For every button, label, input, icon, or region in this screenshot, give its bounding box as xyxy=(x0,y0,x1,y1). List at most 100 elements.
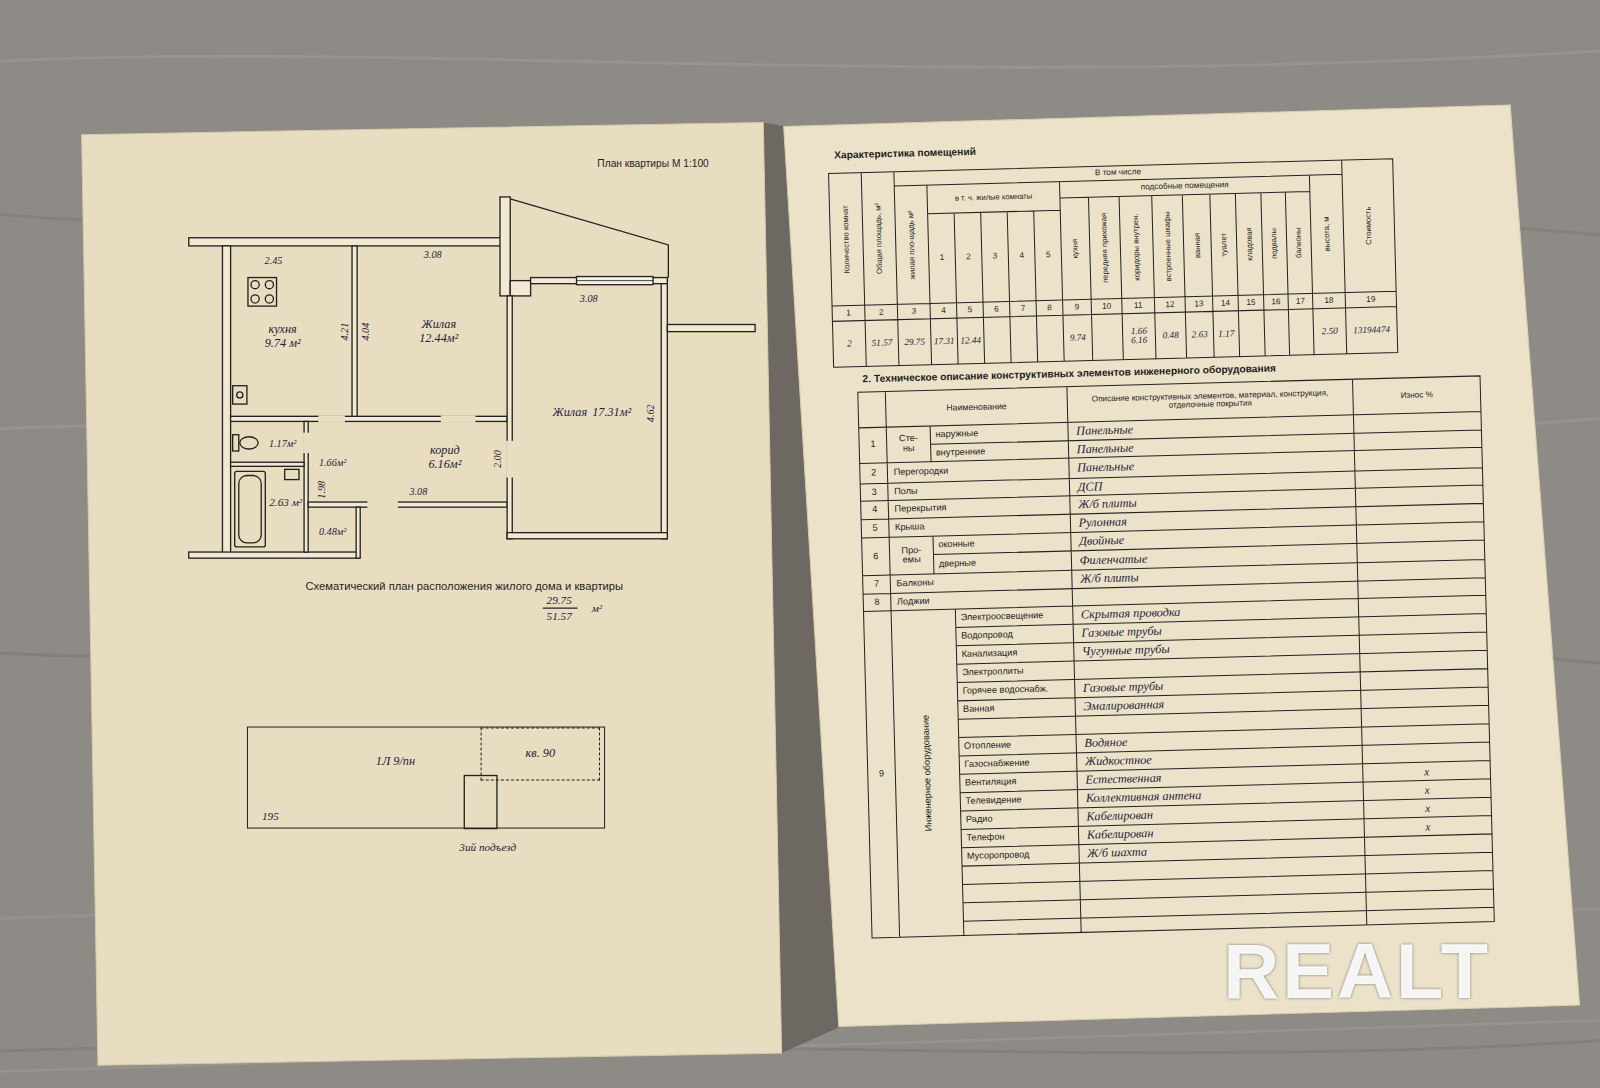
row-name: Телефон xyxy=(966,832,1004,843)
column-number: 11 xyxy=(1134,301,1143,310)
row-number: 2 xyxy=(871,468,876,478)
area-total: 51.57 xyxy=(547,610,572,622)
row-name: Вентиляция xyxy=(965,777,1017,788)
column-header: коридоры внутрен. xyxy=(1131,199,1142,295)
row-description: Кабелирован xyxy=(1086,808,1153,823)
row-name: Перегородки xyxy=(893,466,948,478)
watermark: REALT xyxy=(1223,929,1491,1014)
row-name: дверные xyxy=(939,558,976,569)
column-header: Стоимость xyxy=(1363,164,1375,287)
table-value: 51.57 xyxy=(872,338,893,349)
section-heading: 2. Техническое описание конструктивных э… xyxy=(862,362,1276,384)
row-description: Двойные xyxy=(1079,534,1124,549)
house-number: 195 xyxy=(262,810,279,822)
table-value: 2.63 xyxy=(1192,329,1208,340)
row-name: Инженерное оборудование xyxy=(918,620,936,926)
column-number: 10 xyxy=(1102,302,1111,311)
row-description: Чугунные трубы xyxy=(1082,643,1170,659)
area-unit: м² xyxy=(592,602,603,614)
column-header: 3 xyxy=(993,252,998,261)
row-name: Телевидение xyxy=(965,795,1021,807)
dimension: 3.08 xyxy=(580,292,598,303)
column-number: 5 xyxy=(968,306,973,315)
row-description: Панельные xyxy=(1077,460,1134,475)
row-number: 3 xyxy=(871,487,876,497)
column-number: 16 xyxy=(1271,298,1280,307)
row-name: Балконы xyxy=(896,578,934,589)
table-value: 2.50 xyxy=(1322,326,1338,337)
dimension: 1.98 xyxy=(316,481,327,499)
room-area: кухня9.74 м² xyxy=(237,314,329,359)
row-name: Газоснабжение xyxy=(964,758,1029,770)
row-description: Водяное xyxy=(1084,736,1127,751)
room-label: кухня xyxy=(269,323,297,337)
dimension: 2.00 xyxy=(491,450,502,468)
row-description: Панельные xyxy=(1077,442,1134,457)
row-name: Сте-ны xyxy=(895,433,922,454)
column-number: 1 xyxy=(846,309,851,318)
elements-table-grid xyxy=(858,376,1495,938)
column-header: Износ % xyxy=(1386,390,1447,401)
table-value: 13194474 xyxy=(1353,325,1390,336)
column-header: Количество комнат xyxy=(841,178,853,301)
room-area: 1.66м² xyxy=(310,453,355,473)
column-header: кладовая xyxy=(1244,196,1255,292)
column-header: жилая пло-щадь м² xyxy=(906,189,917,301)
row-description: Панельные xyxy=(1076,423,1133,438)
column-header: подсобные помещения xyxy=(1141,181,1229,192)
table-value: 0.48 xyxy=(1163,330,1179,341)
room-label: 12.44м² xyxy=(419,332,458,346)
row-number: 9 xyxy=(879,769,884,779)
row-description: Филенчатые xyxy=(1079,552,1147,567)
column-number: 6 xyxy=(994,305,999,314)
room-label: Жилая xyxy=(421,318,456,332)
room-label: 6.16м² xyxy=(428,458,461,472)
column-header: В том числе xyxy=(1095,168,1141,178)
building-outline: 1Л 9/пнкв. 90 xyxy=(247,727,605,829)
room-label: Жилая xyxy=(552,406,587,420)
column-number: 13 xyxy=(1194,300,1203,309)
row-description: Ж/б плиты xyxy=(1078,497,1137,512)
row-number: 6 xyxy=(873,551,878,561)
row-description: Рулонная xyxy=(1078,515,1127,530)
row-description: Коллективная антена xyxy=(1086,789,1202,805)
column-header: 5 xyxy=(1046,251,1051,260)
left-page xyxy=(82,122,782,1065)
column-header: 2 xyxy=(966,253,971,262)
column-header: в т. ч. жилые комнаты xyxy=(932,192,1055,204)
row-name: Водопровод xyxy=(961,630,1013,641)
row-name: Электроосвещение xyxy=(961,611,1044,623)
column-number: 7 xyxy=(1021,304,1026,313)
column-header: Наименование xyxy=(946,401,1006,412)
column-number: 17 xyxy=(1296,297,1305,306)
row-name: оконные xyxy=(938,539,974,550)
column-header: ванная xyxy=(1192,197,1203,293)
plan-title: План квартиры М 1:100 xyxy=(597,158,708,169)
column-header: туалет xyxy=(1218,197,1229,293)
row-description: Газовые трубы xyxy=(1081,625,1162,641)
dimension: 4.62 xyxy=(644,404,655,422)
column-header: подвалы xyxy=(1269,195,1280,291)
column-number: 9 xyxy=(1075,303,1080,312)
room-label: 2.63 м² xyxy=(269,496,302,509)
rooms-table-grid xyxy=(829,159,1398,368)
column-header: 1 xyxy=(940,254,945,263)
row-description: Ж/б плиты xyxy=(1080,571,1139,586)
row-name: Отопление xyxy=(964,740,1011,751)
room-area: 2.63 м² xyxy=(268,486,303,519)
room-label: 1.66м² xyxy=(319,457,346,469)
column-header: Общая площадь, м² xyxy=(873,177,885,300)
room-label: 0.48м² xyxy=(319,526,346,538)
room-area: корид6.16м² xyxy=(408,439,481,478)
dimension: 4.04 xyxy=(360,323,371,341)
column-number: 15 xyxy=(1246,298,1255,307)
room-label: 1.17м² xyxy=(269,438,296,450)
row-description: Кабелирован xyxy=(1087,827,1154,842)
column-number: 4 xyxy=(941,306,946,315)
row-description: Эмалированная xyxy=(1083,698,1164,714)
wear-mark: x xyxy=(1425,802,1430,814)
